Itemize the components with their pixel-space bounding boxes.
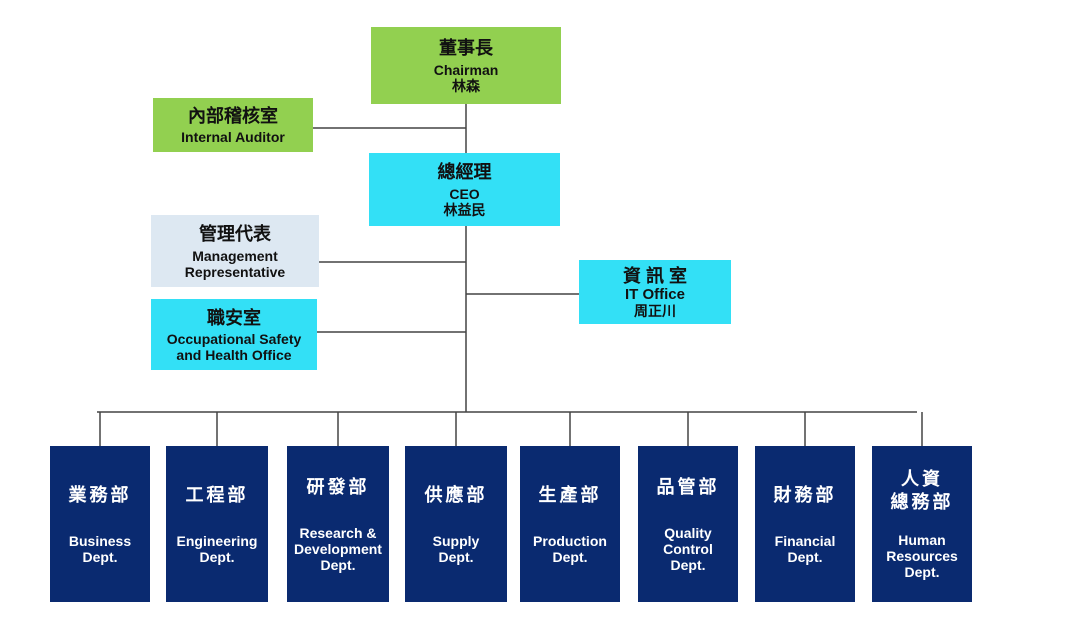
department-title-en: Dept.	[82, 548, 118, 565]
it-office-name: 周正川	[634, 302, 676, 319]
department-title-en: Dept.	[320, 556, 356, 573]
it-office-title-zh: 資 訊 室	[622, 265, 687, 286]
department-title-zh: 業務部	[68, 484, 132, 505]
ceo-name: 林益民	[443, 201, 486, 218]
department-title-en: Supply	[432, 532, 480, 549]
department-title-zh: 工程部	[185, 484, 249, 505]
department-title-en: Business	[68, 532, 132, 549]
safety-office-title-en-1: Occupational Safety	[166, 330, 302, 347]
department-title-en: Dept.	[552, 548, 588, 565]
department-title-en: Engineering	[176, 532, 258, 549]
management-rep-title-en-2: Representative	[184, 263, 286, 280]
department-title-zh: 財務部	[773, 484, 837, 505]
department-title-en: Dept.	[787, 548, 823, 565]
department-title-en: Resources	[886, 548, 958, 564]
department-title-en: Research &	[299, 524, 377, 541]
department-title-en: Dept.	[670, 556, 706, 573]
chairman-box: 董事長 Chairman 林森	[371, 27, 561, 104]
safety-office-title-en-2: and Health Office	[176, 346, 292, 363]
safety-office-box: 職安室 Occupational Safety and Health Offic…	[151, 299, 317, 370]
department-title-en: Human	[898, 532, 946, 548]
management-rep-title-en-1: Management	[192, 247, 278, 264]
management-rep-title-zh: 管理代表	[199, 223, 271, 244]
department-title-en: Dept.	[904, 564, 940, 580]
chairman-title-zh: 董事長	[439, 37, 493, 58]
department-title-zh: 生產部	[538, 484, 602, 505]
internal-auditor-box: 內部稽核室 Internal Auditor	[153, 98, 313, 152]
internal-auditor-title-zh: 內部稽核室	[188, 106, 278, 126]
ceo-title-zh: 總經理	[437, 161, 492, 182]
department-title-en: Dept.	[438, 548, 474, 565]
department-title-en: Development	[294, 540, 382, 557]
chairman-title-en: Chairman	[433, 61, 499, 78]
chairman-name: 林森	[452, 77, 480, 94]
department-title-zh: 人資	[901, 469, 943, 489]
it-office-box: 資 訊 室 IT Office 周正川	[579, 260, 731, 324]
department-title-en: Control	[663, 540, 713, 557]
department-title-zh: 研發部	[306, 476, 370, 497]
department-title-en: Dept.	[199, 548, 235, 565]
department-title-en: Financial	[774, 532, 836, 549]
department-title-en: Quality	[664, 524, 712, 541]
ceo-box: 總經理 CEO 林益民	[369, 153, 560, 226]
it-office-title-en: IT Office	[624, 285, 685, 303]
ceo-title-en: CEO	[449, 185, 480, 202]
management-rep-box: 管理代表 Management Representative	[151, 215, 319, 287]
safety-office-title-zh: 職安室	[207, 307, 261, 328]
department-title-zh: 品管部	[656, 476, 720, 497]
internal-auditor-title-en: Internal Auditor	[181, 129, 285, 145]
department-title-en: Production	[533, 532, 607, 549]
department-title-zh: 供應部	[424, 484, 488, 505]
department-title-zh: 總務部	[890, 492, 954, 512]
